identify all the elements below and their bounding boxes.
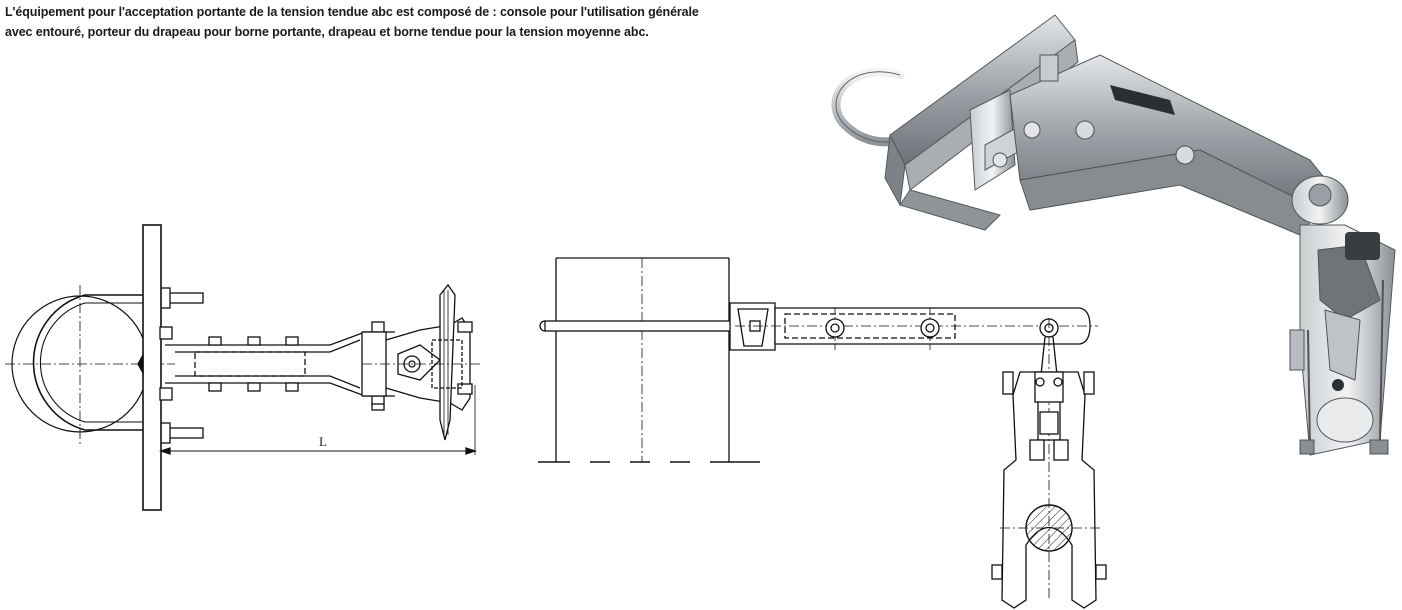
description-text: L'équipement pour l'acceptation portante… bbox=[5, 2, 835, 42]
product-photo bbox=[831, 14, 1396, 456]
photo-bolts bbox=[992, 54, 1195, 168]
description-line-2: avec entouré, porteur du drapeau pour bo… bbox=[5, 25, 649, 39]
arm-bolts bbox=[208, 321, 385, 411]
side-view-drawing bbox=[538, 257, 1107, 609]
top-view-drawing: L bbox=[5, 224, 480, 511]
arm-holes bbox=[825, 318, 1059, 338]
description-line-1: L'équipement pour l'acceptation portante… bbox=[5, 5, 699, 19]
dimension-label-l: L bbox=[319, 434, 327, 449]
